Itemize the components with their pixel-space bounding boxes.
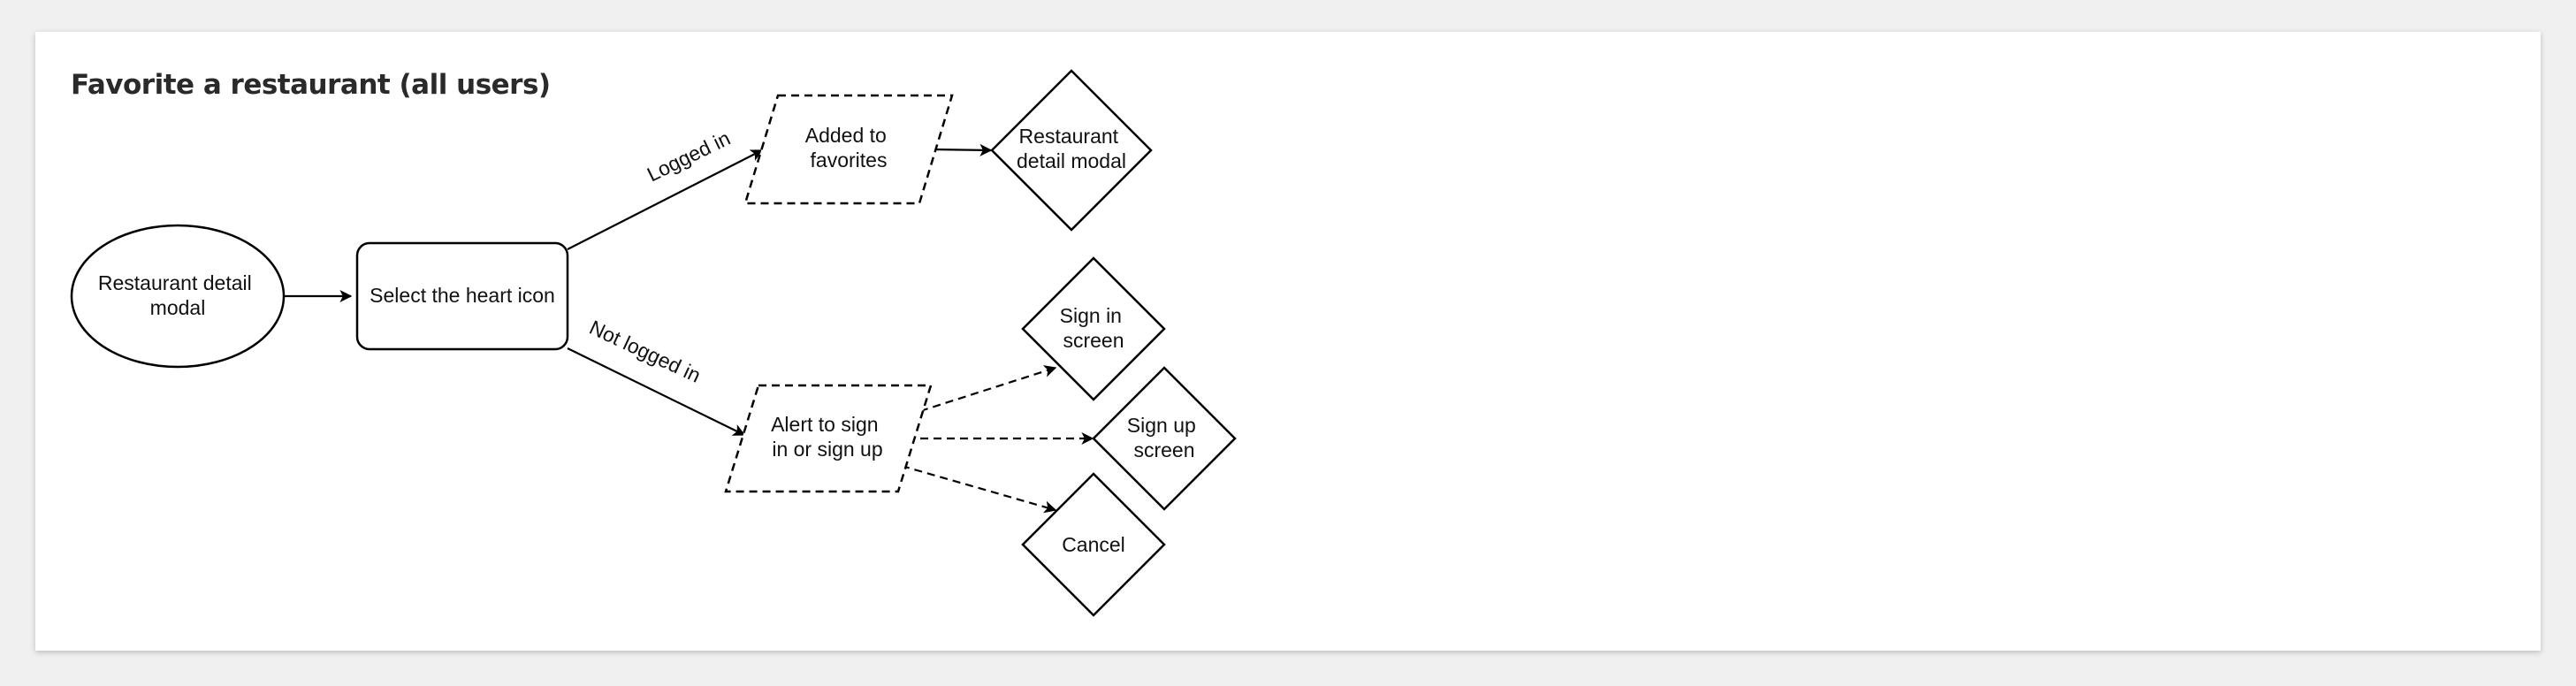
node-cancel: Cancel [1021,472,1166,617]
node-alert-label-line2: in or sign up [772,438,882,461]
svg-text:Restaurant detail moda: Restaurant detail modal [98,271,257,319]
node-sign-up-screen: Sign up screen [1092,366,1237,511]
node-restaurant-modal-label-line1: Restaurant [1019,125,1119,148]
edge-logged-in [567,149,764,250]
node-select-heart-label: Select the heart icon [370,284,555,307]
node-sign-up-label-line2: screen [1133,438,1194,461]
node-restaurant-detail-modal-start: Restaurant detail modal [70,224,286,369]
node-start-label-line1: Restaurant detail [98,271,252,294]
edge-label-not-logged-in: Not logged in [586,316,705,387]
node-added-label-line1: Added to [805,124,887,147]
node-start-label-line2: modal [150,296,206,319]
node-select-heart-icon: Select the heart icon [355,241,569,351]
diagram-card: Favorite a restaurant (all users) Logged… [35,32,2541,651]
node-sign-in-screen: Sign in screen [1021,256,1166,401]
node-cancel-label: Cancel [1062,533,1125,556]
node-alert-sign-in-or-up: Alert to sign in or sign up [724,384,933,493]
edge-added-to-modal [930,143,993,156]
edge-label-logged-in: Logged in [644,126,734,187]
node-added-label-line2: favorites [811,149,888,172]
node-sign-in-label-line2: screen [1063,329,1124,352]
diagram-title: Favorite a restaurant (all users) [71,69,551,101]
node-restaurant-detail-modal: Restaurant detail modal [990,69,1153,232]
node-restaurant-modal-label-line2: detail modal [1017,149,1126,172]
node-added-to-favorites: Added to favorites [743,94,954,205]
edge-alert-to-cancel [901,464,1057,514]
edge-alert-to-sign-in [919,365,1057,413]
svg-text:Alert to sign in or si: Alert to sign in or sign up [771,413,884,461]
node-alert-label-line1: Alert to sign [771,413,878,436]
flow-diagram: Logged in Not logged in Restaurant detai… [70,69,1237,617]
edge-not-logged-in [567,347,746,436]
svg-text:Restaurant detail moda: Restaurant detail modal [1017,125,1126,172]
svg-text:Sign up screen: Sign up screen [1127,414,1201,461]
node-sign-in-label-line1: Sign in [1060,304,1122,327]
svg-text:Added to favorites: Added to favorites [805,124,892,172]
node-sign-up-label-line1: Sign up [1127,414,1196,437]
svg-text:Sign in screen: Sign in screen [1060,304,1128,352]
